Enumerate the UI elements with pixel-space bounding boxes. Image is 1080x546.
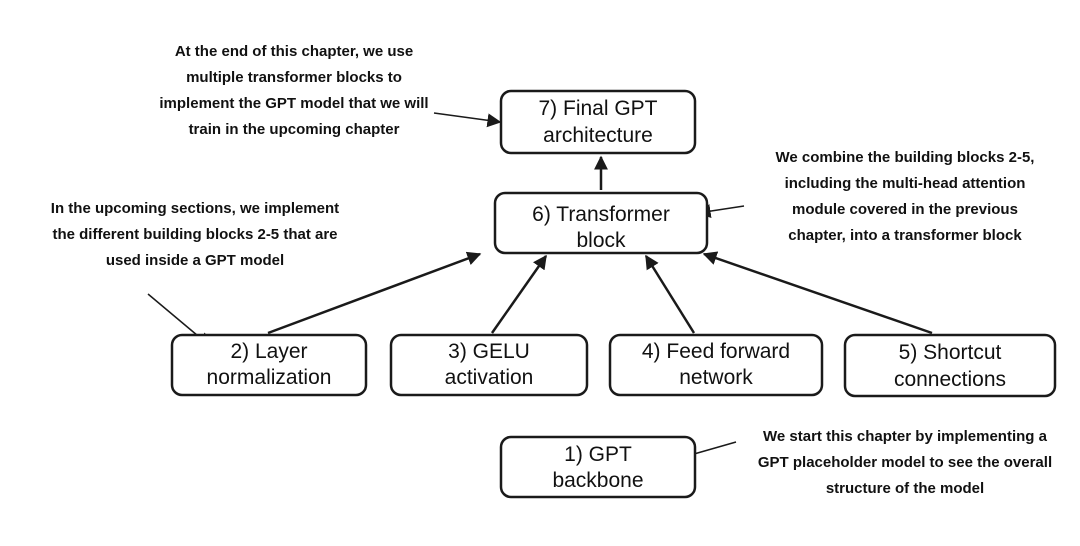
annotation-line: used inside a GPT model [105, 252, 285, 269]
box-label-line1: 3) GELU [448, 340, 530, 363]
arrow-feedforward-to-transformer [644, 254, 696, 334]
annotation-gpt-backbone: We start this chapter by implementing a … [732, 424, 1078, 502]
box-label-line2: block [576, 229, 626, 252]
box-label-line1: 1) GPT [564, 443, 632, 466]
annotation-line: train in the upcoming chapter [188, 121, 400, 138]
box-label-line1: 6) Transformer [532, 203, 670, 226]
box-label-line1: 4) Feed forward [642, 340, 790, 363]
box-label-line1: 5) Shortcut [899, 341, 1002, 364]
annotation-line: We combine the building blocks 2-5, [775, 149, 1035, 166]
box-label-line2: activation [445, 366, 534, 389]
annotation-line: chapter, into a transformer block [788, 227, 1022, 244]
box-label-line2: network [679, 366, 753, 389]
pointer-top-left-to-final [433, 112, 502, 128]
box-final-gpt-architecture: 7) Final GPT architecture [499, 89, 697, 155]
arrow-layernorm-to-transformer [267, 251, 482, 335]
arrow-gelu-to-transformer [490, 254, 548, 334]
box-gelu-activation: 3) GELU activation [389, 333, 589, 397]
box-label-line1: 2) Layer [230, 340, 307, 363]
box-transformer-block: 6) Transformer block [493, 191, 709, 255]
annotation-building-blocks: In the upcoming sections, we implement t… [12, 196, 378, 274]
annotation-line: multiple transformer blocks to [186, 69, 402, 86]
annotation-line: At the end of this chapter, we use [174, 43, 414, 60]
annotation-line: We start this chapter by implementing a [763, 428, 1047, 445]
annotation-transformer-block: We combine the building blocks 2-5, incl… [752, 145, 1058, 249]
box-label-line2: normalization [207, 366, 332, 389]
annotation-line: In the upcoming sections, we implement [50, 200, 340, 217]
box-label-line2: connections [894, 368, 1006, 391]
box-label-line1: 7) Final GPT [538, 97, 657, 120]
annotation-line: the different building blocks 2-5 that a… [52, 226, 338, 243]
annotation-line: structure of the model [825, 480, 985, 497]
box-label-line2: architecture [543, 124, 653, 147]
annotation-line: module covered in the previous [792, 201, 1018, 218]
annotation-line: GPT placeholder model to see the overall [757, 454, 1053, 471]
arrow-shortcut-to-transformer [702, 251, 933, 335]
annotation-line: implement the GPT model that we will [159, 95, 429, 112]
box-layer-normalization: 2) Layer normalization [170, 333, 368, 397]
box-gpt-backbone: 1) GPT backbone [499, 435, 697, 499]
box-label-line2: backbone [552, 469, 643, 492]
box-shortcut-connections: 5) Shortcut connections [843, 333, 1057, 398]
annotation-line: including the multi-head attention [784, 175, 1026, 192]
box-feed-forward-network: 4) Feed forward network [608, 333, 824, 397]
annotation-final-architecture: At the end of this chapter, we use multi… [138, 39, 450, 143]
